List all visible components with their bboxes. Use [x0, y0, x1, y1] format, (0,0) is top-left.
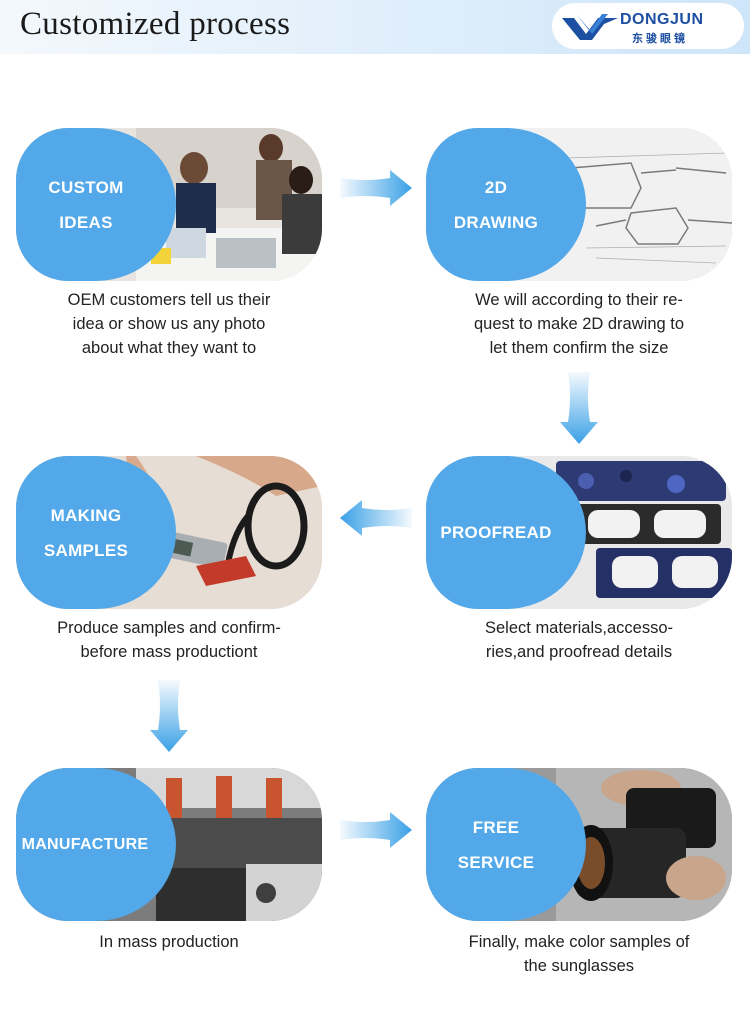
step-card-free-service: FREE SERVICE: [426, 768, 732, 921]
step-card-making-samples: MAKING SAMPLES: [16, 456, 322, 609]
step-label-line: SERVICE: [457, 852, 535, 872]
logo-subtitle: 东骏眼镜: [632, 32, 688, 45]
step-card-custom-ideas: CUSTOM IDEAS: [16, 128, 322, 281]
step-badge-background: [16, 768, 176, 921]
arrow-down-icon: [560, 372, 598, 444]
step-description-line: about what they want to: [81, 339, 257, 357]
step-description-line: ries,and proofread details: [485, 643, 673, 661]
step-badge-background: [426, 128, 586, 281]
step-card-manufacture: MANUFACTURE: [16, 768, 322, 921]
arrow-right-icon: [340, 812, 412, 848]
step-description: Finally, make color samples of the sungl…: [426, 930, 732, 978]
dongjun-logo-icon: [562, 14, 618, 40]
step-description-line: In mass production: [99, 933, 239, 951]
step-label-line: MAKING: [50, 505, 122, 525]
step-description-line: before mass productiont: [80, 643, 258, 661]
brand-logo: DONGJUN 东骏眼镜: [552, 3, 744, 49]
step-label: 2D DRAWING: [426, 128, 566, 281]
step-label: MANUFACTURE: [16, 768, 154, 921]
step-card-proofread: PROOFREAD: [426, 456, 732, 609]
step-description: OEM customers tell us their idea or show…: [16, 288, 322, 360]
step-label-line: SAMPLES: [43, 540, 129, 560]
page-title: Customized process: [20, 6, 291, 42]
step-description: Produce samples and confirm- before mass…: [16, 616, 322, 664]
step-label-line: FREE: [472, 817, 520, 837]
step-description-line: Select materials,accesso-: [485, 619, 673, 637]
step-description: In mass production: [16, 930, 322, 954]
step-badge-background: [16, 456, 176, 609]
header-bar: Customized process DONGJUN 东骏眼镜: [0, 0, 750, 54]
step-description-line: quest to make 2D drawing to: [473, 315, 685, 333]
step-label-line: IDEAS: [59, 212, 113, 232]
arrow-left-icon: [340, 500, 412, 536]
step-label: FREE SERVICE: [426, 768, 566, 921]
step-description-line: idea or show us any photo: [72, 315, 266, 333]
step-label-line: CUSTOM: [48, 177, 124, 197]
step-description-line: the sunglasses: [523, 957, 635, 975]
step-description-line: OEM customers tell us their: [67, 291, 271, 309]
step-badge-background: [16, 128, 176, 281]
step-label-line: MANUFACTURE: [21, 836, 149, 853]
step-description-line: let them confirm the size: [489, 339, 669, 357]
step-description-line: We will according to their re-: [475, 291, 683, 309]
arrow-right-icon: [340, 170, 412, 206]
step-label: PROOFREAD: [426, 456, 566, 609]
logo-name: DONGJUN: [620, 11, 704, 28]
step-label: CUSTOM IDEAS: [16, 128, 156, 281]
step-badge-background: [426, 456, 586, 609]
step-label-line: DRAWING: [453, 212, 539, 232]
step-description: We will according to their re- quest to …: [426, 288, 732, 360]
arrow-down-icon: [150, 680, 188, 752]
step-label: MAKING SAMPLES: [16, 456, 156, 609]
step-description-line: Produce samples and confirm-: [57, 619, 281, 637]
step-description: Select materials,accesso- ries,and proof…: [426, 616, 732, 664]
step-badge-background: [426, 768, 586, 921]
step-card-2d-drawing: 2D DRAWING: [426, 128, 732, 281]
step-label-line: 2D: [484, 177, 508, 197]
step-description-line: Finally, make color samples of: [468, 933, 690, 951]
step-label-line: PROOFREAD: [440, 523, 552, 542]
